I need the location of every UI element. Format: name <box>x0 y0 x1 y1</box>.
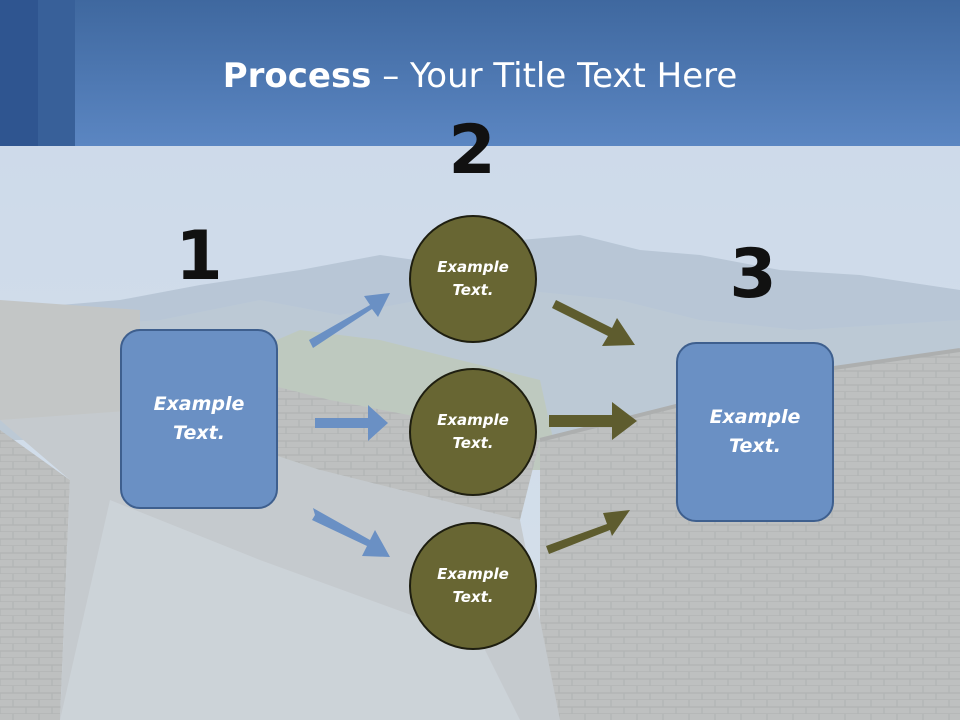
arrow-circle-middle-to-box3 <box>549 402 637 440</box>
step-3-box: Example Text. <box>676 342 834 522</box>
step-2-circle-bottom: Example Text. <box>409 522 537 650</box>
arrow-box1-to-circle-bottom <box>312 508 390 557</box>
circle-middle-text: Example Text. <box>437 411 509 452</box>
step-number-3: 3 <box>729 235 777 314</box>
arrow-circle-top-to-box3 <box>552 300 635 346</box>
step-2-circle-top: Example Text. <box>409 215 537 343</box>
step-2-circle-middle: Example Text. <box>409 368 537 496</box>
title-bold-word: Process <box>222 56 372 96</box>
title-rest: – Your Title Text Here <box>371 56 738 96</box>
step-number-1: 1 <box>175 217 223 296</box>
circle-top-text: Example Text. <box>437 258 509 299</box>
step-1-box: Example Text. <box>120 329 278 509</box>
step-3-box-text: Example Text. <box>709 406 801 457</box>
step-number-2: 2 <box>448 111 496 190</box>
step-1-box-text: Example Text. <box>153 393 245 444</box>
arrow-box1-to-circle-middle <box>315 405 388 441</box>
arrow-box1-to-circle-top <box>309 293 390 348</box>
arrow-circle-bottom-to-box3 <box>546 510 630 554</box>
circle-bottom-text: Example Text. <box>437 565 509 606</box>
slide-title: Process – Your Title Text Here <box>0 54 960 98</box>
